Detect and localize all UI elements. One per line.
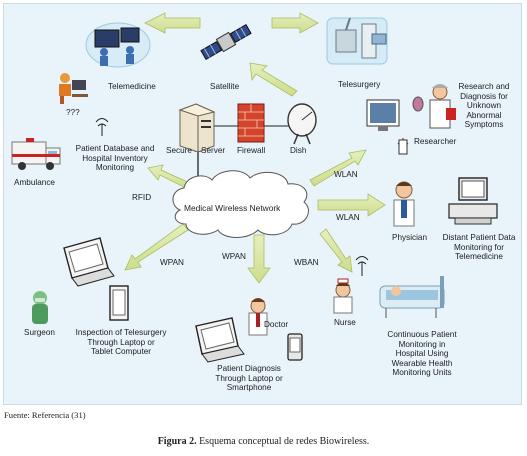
label-doctor: Doctor: [264, 320, 289, 329]
distant-line-2: Monitoring for: [453, 242, 505, 252]
server-icon: [178, 103, 216, 153]
arrow-network-to-doctor: [247, 234, 271, 284]
label-telesurgery: Telesurgery: [338, 80, 381, 89]
label-surgeon: Surgeon: [24, 328, 55, 337]
inspection-line-3: Tablet Computer: [90, 347, 152, 357]
smartphone-icon: [287, 333, 303, 361]
source-note: Fuente: Referencia (31): [4, 410, 86, 420]
patient-db-line-2: Hospital Inventory: [82, 153, 148, 163]
arrow-network-to-surgeon: [124, 223, 189, 271]
caption-label: Figura 2.: [157, 436, 197, 447]
inspection-line-2: Through Laptop or: [87, 337, 155, 347]
label-diagnosis: Patient Diagnosis Through Laptop or Smar…: [204, 364, 294, 393]
network-cloud: [172, 170, 309, 238]
arrow-network-to-nurse: [319, 228, 353, 273]
ambulance-illustration: [11, 138, 61, 170]
label-dish: Dish: [290, 146, 307, 155]
tablet-icon: [109, 285, 129, 321]
research-line-4: Abnormal: [466, 110, 502, 120]
distant-line-1: Distant Patient Data: [442, 233, 516, 242]
label-rfid: RFID: [132, 193, 152, 202]
research-line-5: Symptoms: [464, 120, 504, 130]
antenna-icon-database: [95, 118, 109, 136]
label-secure: Secure: [166, 146, 192, 155]
research-line-3: Unknown: [466, 101, 502, 111]
physician-illustration: [393, 181, 415, 227]
arrow-satellite-to-telesurgery: [271, 12, 319, 34]
person-at-computer-illustration: [59, 73, 88, 104]
dish-icon: [287, 103, 317, 145]
label-patient-database: Patient Database and Hospital Inventory …: [60, 144, 170, 173]
label-physician: Physician: [392, 233, 428, 242]
label-server: Server: [201, 146, 226, 155]
diagnosis-line-3: Smartphone: [226, 383, 272, 393]
label-wlan-mid: WLAN: [336, 213, 360, 222]
label-inspection: Inspection of Telesurgery Through Laptop…: [64, 328, 178, 357]
satellite-icon: [200, 23, 252, 61]
telemedicine-illustration: [85, 22, 151, 68]
label-firewall: Firewall: [237, 146, 266, 155]
continuous-line-4: Wearable Health: [391, 358, 453, 368]
laptop-icon-inspection: [63, 237, 115, 287]
label-wpan-center: WPAN: [222, 252, 246, 261]
computer-illustration: [448, 177, 498, 225]
label-distant-patient: Distant Patient Data Monitoring for Tele…: [436, 233, 522, 262]
telesurgery-illustration: [326, 17, 388, 65]
continuous-line-2: Monitoring in: [398, 339, 446, 349]
arrow-network-to-researcher: [309, 149, 367, 187]
label-wlan-top: WLAN: [334, 170, 358, 179]
antenna-icon-nurse: [355, 256, 369, 276]
continuous-line-3: Hospital Using: [395, 349, 449, 359]
label-continuous: Continuous Patient Monitoring in Hospita…: [372, 330, 472, 378]
doctor-illustration: [248, 298, 268, 336]
inspection-line-1: Inspection of Telesurgery: [75, 328, 167, 337]
label-wpan-left: WPAN: [160, 258, 184, 267]
figure-caption: Figura 2. Esquema conceptual de redes Bi…: [0, 436, 527, 447]
label-nurse: Nurse: [334, 318, 356, 327]
patient-db-line-3: Monitoring: [95, 163, 135, 173]
surgeon-illustration: [32, 291, 48, 324]
researcher-illustration: [366, 84, 456, 155]
nurse-illustration: [333, 278, 353, 314]
continuous-line-5: Monitoring Units: [392, 368, 452, 378]
research-line-2: Diagnosis for: [460, 91, 508, 101]
label-researcher: Researcher: [414, 137, 457, 146]
arrow-satellite-to-telemedicine: [144, 12, 201, 34]
label-telemedicine: Telemedicine: [108, 82, 156, 91]
label-ambulance: Ambulance: [14, 178, 55, 187]
arrow-dish-to-satellite: [249, 62, 298, 97]
firewall-icon: [237, 103, 265, 143]
label-satellite: Satellite: [210, 82, 240, 91]
label-research: Research and Diagnosis for Unknown Abnor…: [446, 82, 522, 130]
research-line-1: Research and: [458, 82, 510, 91]
continuous-line-1: Continuous Patient: [387, 330, 457, 339]
laptop-icon-diagnosis: [195, 317, 245, 363]
label-network: Medical Wireless Network: [184, 203, 281, 213]
arrow-network-to-physician: [317, 193, 386, 217]
label-wban: WBAN: [294, 258, 319, 267]
distant-line-3: Telemedicine: [455, 252, 503, 262]
diagnosis-line-2: Through Laptop or: [215, 373, 283, 383]
caption-text: Esquema conceptual de redes Biowireless.: [196, 436, 370, 447]
label-unknown: ???: [66, 108, 80, 117]
diagnosis-line-1: Patient Diagnosis: [217, 364, 281, 373]
hospital-bed-illustration: [379, 276, 445, 318]
patient-db-line-1: Patient Database and: [75, 144, 155, 153]
